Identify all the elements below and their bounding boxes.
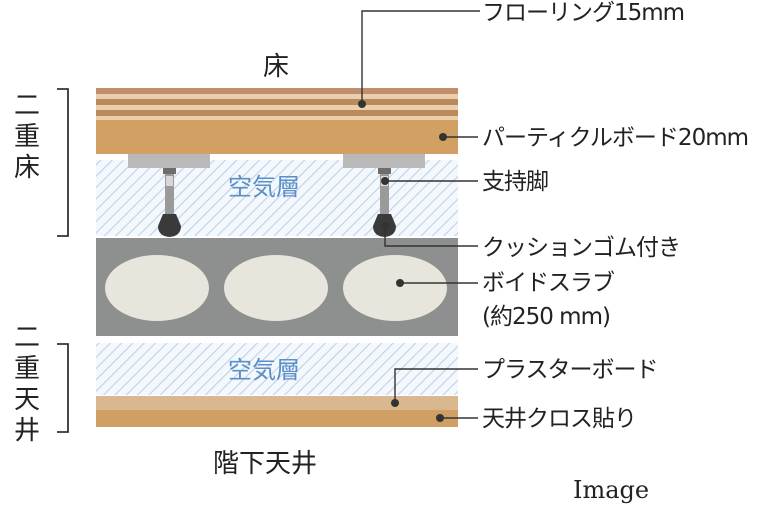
particle-board-layer: [96, 120, 458, 154]
upper-air-label: 空気層: [228, 173, 300, 201]
ceiling-below-label: 階下天井: [213, 449, 317, 479]
double-floor-char-2: 重: [14, 122, 40, 152]
double-floor-bracket: [57, 88, 69, 237]
particle-board-label: パーティクルボード20mm: [482, 125, 748, 151]
double-ceiling-char-1: 二: [14, 323, 40, 353]
void-slab-thickness-label: (約250 mm): [482, 304, 610, 330]
void-center: [224, 255, 328, 321]
double-floor-char-3: 床: [14, 153, 40, 183]
void-right: [343, 255, 447, 321]
ceiling-cloth-label: 天井クロス貼り: [482, 406, 636, 432]
support-plate-right: [343, 154, 425, 168]
double-floor-char-1: 二: [14, 91, 40, 121]
support-plate-left: [128, 154, 210, 168]
image-caption: Image: [573, 476, 649, 504]
void-left: [105, 255, 209, 321]
void-slab-label: ボイドスラブ: [482, 270, 615, 296]
flooring-label: フローリング15mm: [482, 0, 684, 26]
ceiling-layer: [96, 410, 458, 427]
plaster-board-label: プラスターボード: [482, 357, 658, 383]
leader-dots: [358, 100, 447, 422]
leader-lines: [361, 10, 480, 419]
double-ceiling-char-2: 重: [14, 354, 40, 384]
upper-air-layer: [96, 160, 458, 236]
flooring-layer: [96, 88, 458, 120]
floor-top-label: 床: [263, 52, 289, 82]
plaster-board-layer: [96, 396, 458, 410]
double-ceiling-bracket: [57, 343, 69, 433]
support-leg-left: [158, 168, 181, 237]
double-ceiling-char-3: 天: [14, 385, 40, 415]
lower-air-label: 空気層: [228, 356, 300, 384]
cushion-rubber-label: クッションゴム付き: [482, 235, 680, 261]
support-leg-label: 支持脚: [482, 169, 548, 195]
double-ceiling-char-4: 井: [14, 416, 40, 446]
